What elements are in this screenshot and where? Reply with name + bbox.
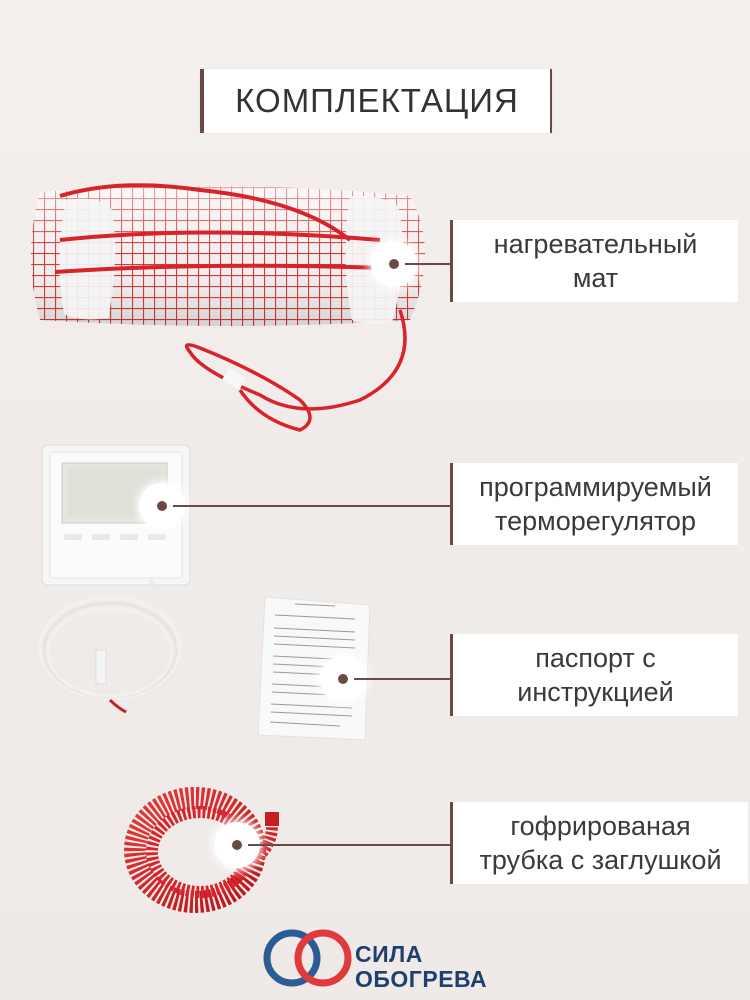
brand-logo-icon [263,929,352,987]
page-title: КОМПЛЕКТАЦИЯ [200,69,552,133]
brand-name-line1: СИЛА [355,941,423,967]
label-tube-line1: гофрированая [510,811,691,841]
connector-line-mat [405,263,452,265]
connector-line-passport [354,678,452,680]
label-passport-line1: паспорт с [535,643,656,673]
label-heating-mat-line1: нагревательный [493,229,698,259]
passport-document-image [257,596,371,741]
connector-line-tube [248,844,452,846]
thermostat-image [38,444,191,714]
brand-name-line2: ОБОГРЕВА [355,966,488,992]
brand-name: СИЛА ОБОГРЕВА [355,942,487,992]
label-thermostat-line2: терморегулятор [495,506,696,536]
label-passport: паспорт с инструкцией [450,634,738,716]
label-tube: гофрированая трубка с заглушкой [450,802,748,884]
label-heating-mat: нагревательный мат [450,220,738,302]
heating-mat-image [31,183,425,432]
label-tube-line2: трубка с заглушкой [479,845,722,875]
connector-line-thermostat [173,505,452,507]
label-heating-mat-line2: мат [572,263,619,293]
label-thermostat: программируемый терморегулятор [450,463,738,545]
label-passport-line2: инструкцией [517,677,674,707]
label-thermostat-line1: программируемый [479,472,712,502]
